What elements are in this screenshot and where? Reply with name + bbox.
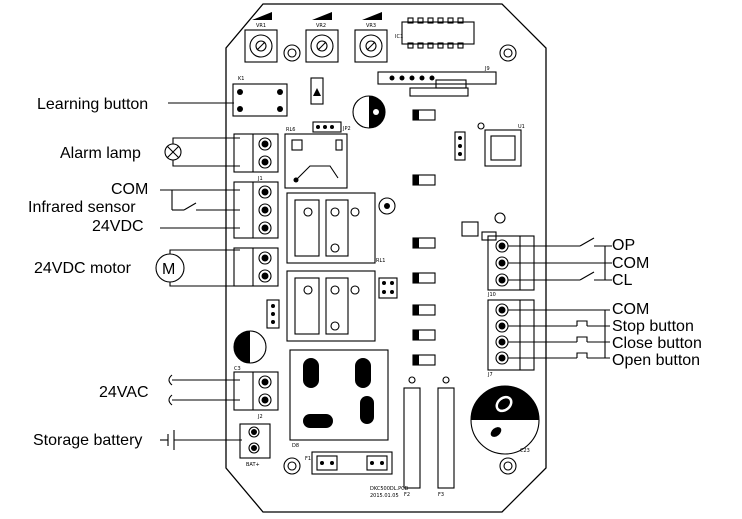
rl6-label: RL6 bbox=[286, 127, 295, 133]
potentiometer-vr3: VR3 bbox=[354, 12, 388, 63]
diode-column bbox=[412, 109, 436, 366]
vr2-label: VR2 bbox=[316, 23, 326, 29]
jumper-jp2: JP2 bbox=[312, 121, 351, 133]
c3-label: C3 bbox=[234, 366, 241, 372]
j10-wiring bbox=[508, 237, 612, 281]
mount-hole-bottom-right bbox=[499, 457, 517, 475]
battery-icon bbox=[160, 430, 242, 450]
f2-label: F2 bbox=[404, 492, 410, 498]
j1-label: J1 bbox=[257, 176, 263, 182]
mount-hole-top-right bbox=[499, 44, 517, 62]
connector-j10: J10 bbox=[487, 235, 535, 298]
motor-24vdc-label: 24VDC motor bbox=[34, 260, 132, 277]
j7-label: J7 bbox=[487, 372, 493, 378]
pcb-date: 2015.01.05 bbox=[370, 493, 399, 499]
relay-lower: RL1 bbox=[286, 258, 385, 342]
f1-label: F1 bbox=[305, 456, 311, 462]
f3-label: F3 bbox=[438, 492, 444, 498]
com-left-label: COM bbox=[111, 181, 148, 198]
connector-motor bbox=[233, 247, 279, 287]
relay-upper bbox=[286, 192, 376, 264]
connector-battery: BAT+ bbox=[239, 423, 271, 468]
rectifier-d8: D8 bbox=[289, 349, 389, 449]
pcb-name: DKC500DL.PCB bbox=[370, 486, 409, 492]
rl1-label: RL1 bbox=[376, 258, 385, 264]
vac-wiring bbox=[168, 374, 240, 406]
k1-label: K1 bbox=[238, 76, 244, 82]
pcb-board-outline bbox=[225, 3, 547, 513]
relay-rl6: RL6 bbox=[284, 127, 348, 189]
connector-j7: J7 bbox=[487, 299, 535, 378]
d8-label: D8 bbox=[292, 443, 299, 449]
ic-label: IC1 bbox=[395, 34, 403, 40]
connector-24vac: J2 bbox=[233, 371, 279, 420]
connector-infrared: J1 bbox=[233, 176, 279, 239]
learning-button-k1: K1 bbox=[232, 76, 288, 117]
com-top-label: COM bbox=[612, 255, 649, 272]
mount-hole-top-left bbox=[283, 44, 301, 62]
infrared-sensor-label: Infrared sensor bbox=[28, 199, 136, 216]
open-button-label: Open button bbox=[612, 352, 700, 369]
potentiometer-vr2: VR2 bbox=[305, 12, 339, 63]
capacitor-top bbox=[352, 95, 386, 129]
c23-label: C23 bbox=[520, 448, 530, 454]
motor-symbol: M bbox=[162, 261, 175, 278]
com-bottom-label: COM bbox=[612, 301, 649, 318]
microcontroller-u1: U1 bbox=[477, 122, 525, 167]
alarm-lamp-wire bbox=[172, 137, 240, 167]
vr1-label: VR1 bbox=[256, 23, 266, 29]
connector-alarm-lamp bbox=[233, 133, 279, 173]
infrared-sensor-wiring bbox=[160, 189, 240, 229]
vac-24-label: 24VAC bbox=[99, 384, 149, 401]
fuse-f1: F1 bbox=[305, 451, 393, 475]
j9-label: J9 bbox=[484, 66, 490, 72]
bat-label: BAT+ bbox=[246, 462, 260, 468]
motor-wire bbox=[169, 249, 240, 287]
u1-label: U1 bbox=[518, 124, 525, 130]
connector-j9: J9 bbox=[377, 66, 497, 85]
motor-icon: M bbox=[155, 253, 185, 283]
fuse-f2: F2 bbox=[403, 376, 421, 498]
vdc-24-label: 24VDC bbox=[92, 218, 144, 235]
learning-button-label: Learning button bbox=[37, 96, 148, 113]
jp2-label: JP2 bbox=[342, 126, 351, 132]
potentiometer-vr1: VR1 bbox=[244, 12, 278, 63]
capacitor-c23: C23 bbox=[470, 385, 540, 455]
j10-label: J10 bbox=[487, 292, 496, 298]
capacitor-c3: C3 bbox=[233, 330, 267, 372]
dip-switch-ic: IC1 bbox=[395, 17, 475, 49]
j7-wiring bbox=[508, 309, 610, 359]
stop-button-label: Stop button bbox=[612, 318, 694, 335]
fuse-f3: F3 bbox=[437, 376, 455, 498]
close-button-label: Close button bbox=[612, 335, 702, 352]
vr3-label: VR3 bbox=[366, 23, 376, 29]
op-label: OP bbox=[612, 237, 635, 254]
cl-label: CL bbox=[612, 272, 633, 289]
storage-battery-label: Storage battery bbox=[33, 432, 142, 449]
alarm-lamp-label: Alarm lamp bbox=[60, 145, 141, 162]
alarm-lamp-icon bbox=[164, 143, 182, 161]
j2-label: J2 bbox=[257, 414, 263, 420]
mount-hole-bottom-left bbox=[283, 457, 301, 475]
